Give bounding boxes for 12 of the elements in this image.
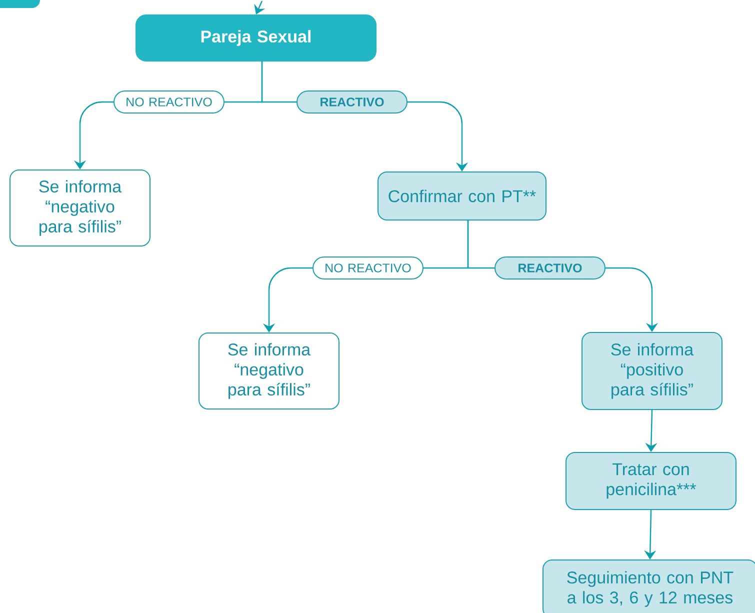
result-pill: REACTIVO [296,90,408,114]
result-pill: NO REACTIVO [114,90,224,114]
result-box: Se informa “negativo para sífilis” [10,170,150,246]
result-pill: NO REACTIVO [312,256,424,280]
process-box: Seguimiento con PNT a los 3, 6 y 12 meses [542,559,755,613]
process-box: Se informa “positivo para sífilis” [582,332,722,410]
partial-box [0,0,40,8]
title-box: Pareja Sexual [136,14,376,62]
process-box: Tratar con penicilina*** [566,452,736,510]
process-box: Confirmar con PT** [378,172,546,220]
result-box: Se informa “negativo para sífilis” [198,332,340,410]
result-pill: REACTIVO [494,256,606,280]
